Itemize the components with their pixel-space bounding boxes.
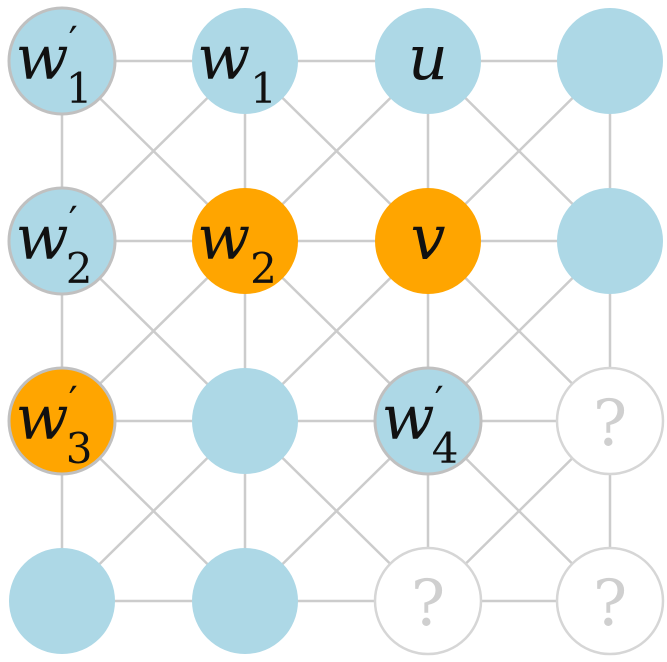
node-label: w2 xyxy=(197,201,277,293)
node-label-subscript: 2 xyxy=(66,244,93,293)
node-label: u xyxy=(408,21,448,94)
graph-node-n10: w′2 xyxy=(7,186,117,296)
node-label-subscript: 1 xyxy=(250,64,277,113)
node-circle xyxy=(7,6,117,116)
node-label: w′1 xyxy=(16,19,93,113)
graph-node-n01: w1 xyxy=(192,8,298,114)
node-circle xyxy=(192,8,298,114)
node-label-base: w xyxy=(382,381,435,454)
graph-node-n30 xyxy=(9,548,115,654)
graph-node-n32: ? xyxy=(373,546,483,656)
node-circle xyxy=(373,546,483,656)
node-circle xyxy=(192,548,298,654)
node-label-base: w xyxy=(16,381,69,454)
node-label-base: w xyxy=(16,21,69,94)
graph-node-n31 xyxy=(192,548,298,654)
node-circle xyxy=(7,366,117,476)
unknown-node-label: ? xyxy=(411,567,445,641)
graph-node-n22: w′4 xyxy=(373,366,483,476)
node-label-base: w xyxy=(197,201,250,274)
node-label-base: v xyxy=(410,201,445,274)
node-circle xyxy=(9,548,115,654)
node-label-base: u xyxy=(408,21,448,94)
node-label-base: w xyxy=(197,21,250,94)
graph-node-n21 xyxy=(192,368,298,474)
graph-node-n02: u xyxy=(375,8,481,114)
node-circle xyxy=(375,8,481,114)
node-circle xyxy=(555,546,665,656)
node-label-base: w xyxy=(16,201,69,274)
graph-node-n03 xyxy=(557,8,663,114)
graph-node-n23: ? xyxy=(555,366,665,476)
node-label-subscript: 2 xyxy=(250,244,277,293)
node-circle xyxy=(375,188,481,294)
node-label: w′2 xyxy=(16,199,93,293)
node-label: v xyxy=(410,201,445,274)
node-circle xyxy=(373,366,483,476)
node-label-prime: ′ xyxy=(69,199,78,245)
node-label-prime: ′ xyxy=(69,19,78,65)
node-label: w′3 xyxy=(16,379,93,473)
node-circle xyxy=(192,188,298,294)
node-label: w1 xyxy=(197,21,277,113)
node-label-subscript: 4 xyxy=(432,424,459,473)
edge-layer xyxy=(60,59,612,603)
node-circle xyxy=(555,366,665,476)
node-circle xyxy=(557,188,663,294)
node-label-prime: ′ xyxy=(435,379,444,425)
node-label-prime: ′ xyxy=(69,379,78,425)
node-circle xyxy=(7,186,117,296)
graph-node-n11: w2 xyxy=(192,188,298,294)
node-label: w′4 xyxy=(382,379,459,473)
graph-node-n33: ? xyxy=(555,546,665,656)
unknown-node-label: ? xyxy=(593,387,627,461)
graph-node-n12: v xyxy=(375,188,481,294)
graph-node-n13 xyxy=(557,188,663,294)
node-circle xyxy=(557,8,663,114)
node-label-subscript: 3 xyxy=(66,424,93,473)
node-label-subscript: 1 xyxy=(66,64,93,113)
graph-node-n20: w′3 xyxy=(7,366,117,476)
graph-node-n00: w′1 xyxy=(7,6,117,116)
node-circle xyxy=(192,368,298,474)
unknown-node-label: ? xyxy=(593,567,627,641)
